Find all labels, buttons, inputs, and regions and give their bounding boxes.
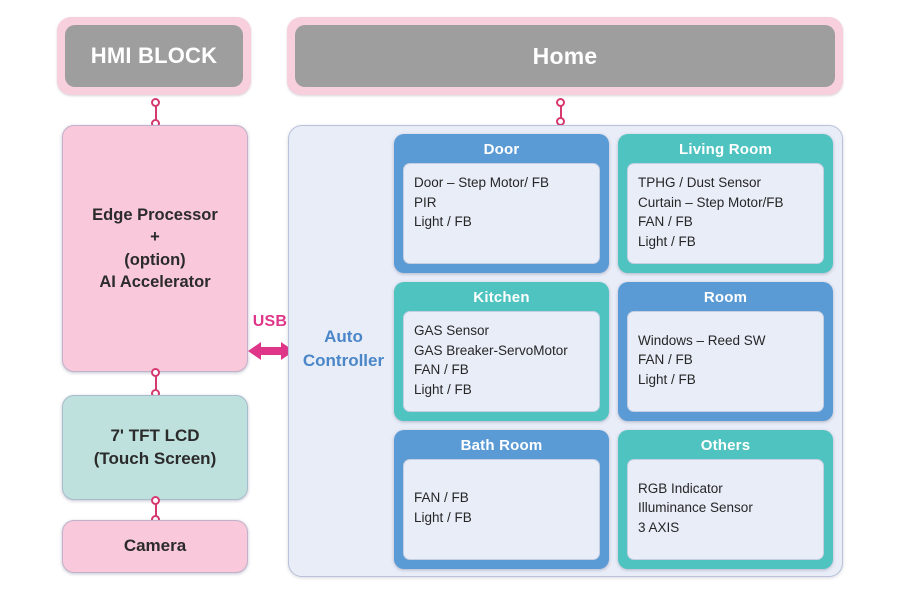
- room-item: Windows – Reed SW: [638, 332, 766, 348]
- room-item: GAS Sensor: [414, 323, 490, 338]
- room-item: RGB Indicator: [638, 480, 723, 496]
- camera-label: Camera: [123, 536, 187, 556]
- room-items-kitchen: GAS Sensor GAS Breaker-ServoMotor FAN / …: [403, 311, 600, 412]
- home-title: Home: [295, 25, 835, 87]
- room-item: Light / FB: [414, 214, 472, 230]
- room-title-kitchen: Kitchen: [473, 289, 530, 306]
- room-item: GAS Breaker-ServoMotor: [414, 342, 568, 358]
- tft-lcd-box: 7' TFT LCD (Touch Screen): [62, 395, 248, 500]
- connector-line-hmi-edge: [154, 105, 157, 122]
- hmi-block-header-wrapper: HMI BLOCK: [57, 17, 251, 95]
- room-item: Light / FB: [638, 371, 696, 387]
- usb-double-arrow-icon: [248, 340, 294, 362]
- room-item: 3 AXIS: [638, 519, 680, 535]
- edge-processor-line-4: AI Accelerator: [99, 272, 211, 291]
- edge-processor-line-3: (option): [124, 250, 186, 269]
- edge-processor-line-1: Edge Processor: [92, 206, 218, 225]
- room-item: Illuminance Sensor: [638, 500, 753, 516]
- room-card-others[interactable]: Others RGB Indicator Illuminance Sensor …: [618, 430, 833, 569]
- camera-box: Camera: [62, 520, 248, 573]
- room-items-others: RGB Indicator Illuminance Sensor 3 AXIS: [627, 459, 824, 560]
- auto-controller-line-1: Auto: [324, 327, 363, 346]
- auto-controller-line-2: Controller: [302, 351, 385, 371]
- connector-line-lcd-camera: [154, 503, 157, 517]
- room-card-living-room[interactable]: Living Room TPHG / Dust Sensor Curtain –…: [618, 134, 833, 273]
- edge-processor-line-2: +: [150, 228, 160, 247]
- room-item: TPHG / Dust Sensor: [638, 175, 762, 190]
- auto-controller-label: Auto Controller: [296, 325, 391, 373]
- room-card-bath-room[interactable]: Bath Room FAN / FB Light / FB: [394, 430, 609, 569]
- room-items-bath-room: FAN / FB Light / FB: [403, 459, 600, 560]
- room-item: Light / FB: [414, 510, 472, 525]
- room-card-room[interactable]: Room Windows – Reed SW FAN / FB Light / …: [618, 282, 833, 421]
- edge-processor-box: Edge Processor + (option) AI Accelerator: [62, 125, 248, 372]
- room-title-others: Others: [700, 437, 751, 454]
- room-title-bath-room: Bath Room: [460, 437, 543, 454]
- room-item: Door – Step Motor/ FB: [414, 175, 550, 190]
- room-card-kitchen[interactable]: Kitchen GAS Sensor GAS Breaker-ServoMoto…: [394, 282, 609, 421]
- room-item: Light / FB: [638, 233, 696, 249]
- room-title-room: Room: [703, 289, 748, 306]
- room-item: FAN / FB: [414, 490, 469, 506]
- room-item: Light / FB: [414, 381, 472, 397]
- room-title-door: Door: [483, 141, 520, 158]
- room-card-door[interactable]: Door Door – Step Motor/ FB PIR Light / F…: [394, 134, 609, 273]
- room-title-living-room: Living Room: [678, 141, 773, 158]
- room-items-room: Windows – Reed SW FAN / FB Light / FB: [627, 311, 824, 412]
- tft-lcd-line-1: 7' TFT LCD: [110, 425, 200, 445]
- home-header-wrapper: Home: [287, 17, 843, 95]
- tft-lcd-line-2: (Touch Screen): [93, 448, 217, 468]
- usb-label: USB: [252, 313, 288, 330]
- room-item: FAN / FB: [638, 214, 693, 230]
- room-item: FAN / FB: [414, 362, 469, 378]
- room-item: Curtain – Step Motor/FB: [638, 194, 784, 210]
- hmi-block-title: HMI BLOCK: [65, 25, 243, 87]
- room-items-living-room: TPHG / Dust Sensor Curtain – Step Motor/…: [627, 163, 824, 264]
- room-items-door: Door – Step Motor/ FB PIR Light / FB: [403, 163, 600, 264]
- connector-line-home-panel: [559, 105, 562, 119]
- room-item: PIR: [414, 194, 437, 210]
- room-item: FAN / FB: [638, 352, 693, 368]
- connector-line-edge-lcd: [154, 375, 157, 392]
